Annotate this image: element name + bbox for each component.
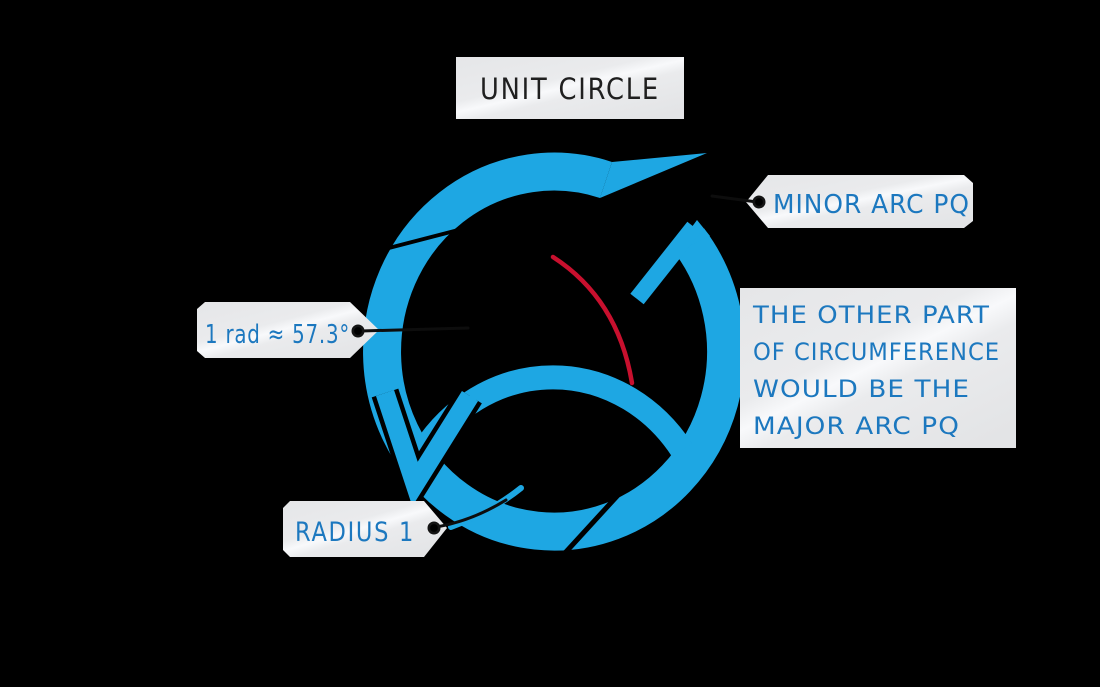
tag-radian-leader-line [359, 326, 470, 333]
title-label: UNIT CIRCLE [480, 72, 660, 106]
radian-angle-arc [550, 254, 635, 386]
tag-minor-arc-label: MINOR ARC PQ [773, 190, 970, 220]
tag-radian-label: 1 rad ≈ 57.3° [205, 320, 350, 350]
note-line: MAJOR ARC PQ [753, 412, 960, 440]
tag-radius-label: RADIUS 1 [295, 517, 415, 548]
lower-arrowhead-flick [465, 383, 491, 405]
note-box: THE OTHER PART OF CIRCUMFERENCE WOULD BE… [740, 288, 1016, 448]
tag-eyelet-icon [427, 521, 441, 535]
note-box-background [740, 288, 1016, 448]
title-box-background [456, 57, 684, 119]
tag-radian: 1 rad ≈ 57.3° [197, 302, 470, 358]
tag-minor-arc-shape [746, 175, 973, 228]
tag-radian-shape [197, 302, 379, 358]
stroke-taper-flick [600, 153, 707, 198]
lower-arrowhead-icon [375, 390, 479, 507]
tag-eyelet-icon [752, 195, 766, 209]
unit-circle-ring [363, 152, 746, 551]
tag-radius: RADIUS 1 [283, 498, 508, 557]
tag-radius-shape [283, 501, 447, 557]
minor-arc-arrowhead-barb [630, 221, 701, 305]
radius-line-crossing-top [384, 226, 467, 251]
tag-eyelet-icon [351, 324, 365, 338]
note-line: OF CIRCUMFERENCE [753, 338, 1000, 366]
tag-minor-arc-leader-line [710, 194, 759, 204]
tag-minor-arc-pq: MINOR ARC PQ [710, 175, 973, 228]
tag-radius-leader-line [434, 498, 508, 529]
note-line: WOULD BE THE [753, 375, 970, 403]
note-line: THE OTHER PART [752, 301, 990, 329]
title-box: UNIT CIRCLE [456, 57, 684, 119]
radius-line-crossing-bottom [563, 492, 621, 555]
